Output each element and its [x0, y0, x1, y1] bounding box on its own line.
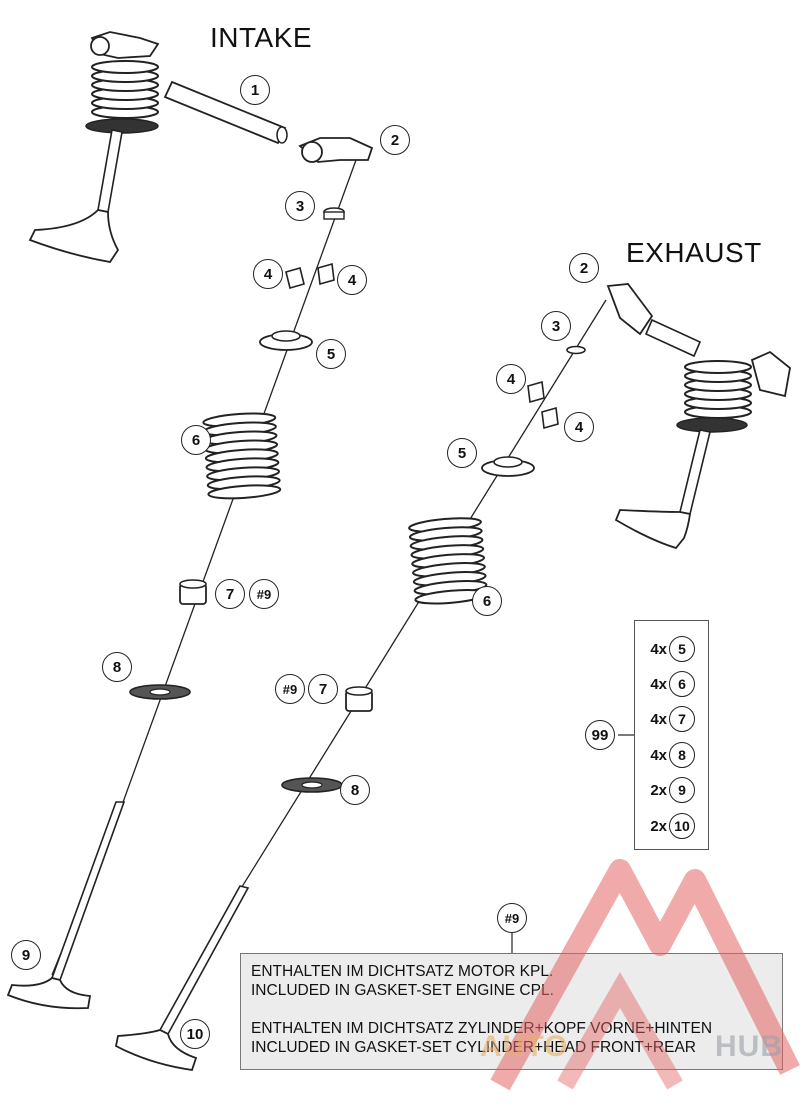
leader-lines [511, 734, 634, 953]
callout-intake-6: 6 [181, 425, 211, 455]
kit-row-qty: 4x [650, 746, 667, 764]
callout-exhaust-2: 2 [569, 253, 599, 283]
note-line-en-engine: INCLUDED IN GASKET-SET ENGINE CPL. [251, 982, 554, 999]
callout-note-ref: #9 [497, 903, 527, 933]
kit-row-part: 7 [669, 706, 695, 732]
kit-row-part: 6 [669, 671, 695, 697]
kit-row-part: 10 [669, 813, 695, 839]
kit-row-qty: 4x [650, 710, 667, 728]
kit-row: 2x 10 [641, 813, 695, 839]
kit-row-qty: 4x [650, 640, 667, 658]
callout-exhaust-3: 3 [541, 311, 571, 341]
kit-row: 4x 8 [641, 742, 695, 768]
callout-exhaust-5: 5 [447, 438, 477, 468]
callout-exhaust-4b: 4 [564, 412, 594, 442]
kit-row-qty: 2x [650, 781, 667, 799]
callout-intake-1: 1 [240, 75, 270, 105]
callout-intake-9: 9 [11, 940, 41, 970]
callout-exhaust-8: 8 [340, 775, 370, 805]
kit-row: 4x 7 [641, 706, 695, 732]
callout-intake-7: 7 [215, 579, 245, 609]
gasket-set-note: ENTHALTEN IM DICHTSATZ MOTOR KPL. INCLUD… [240, 953, 783, 1070]
note-line-en-cylinder: INCLUDED IN GASKET-SET CYLINDER+HEAD FRO… [251, 1039, 696, 1056]
callout-intake-2: 2 [380, 125, 410, 155]
exhaust-exploded-parts [114, 299, 607, 1071]
callout-kit-99: 99 [585, 720, 615, 750]
callout-intake-3: 3 [285, 191, 315, 221]
callout-intake-5: 5 [316, 339, 346, 369]
kit-contents-box: 4x 5 4x 6 4x 7 4x 8 2x 9 2x 10 [634, 620, 709, 850]
kit-row-part: 9 [669, 777, 695, 803]
callout-intake-10: 10 [180, 1019, 210, 1049]
kit-row-part: 8 [669, 742, 695, 768]
callout-intake-7-ref: #9 [249, 579, 279, 609]
exhaust-assembled-valve [606, 283, 791, 550]
callout-intake-4a: 4 [253, 259, 283, 289]
note-line-de-engine: ENTHALTEN IM DICHTSATZ MOTOR KPL. [251, 963, 554, 980]
note-spacer [251, 1000, 772, 1019]
callout-exhaust-6: 6 [472, 586, 502, 616]
note-line-de-cylinder: ENTHALTEN IM DICHTSATZ ZYLINDER+KOPF VOR… [251, 1020, 713, 1037]
kit-row-qty: 4x [650, 675, 667, 693]
callout-intake-4b: 4 [337, 265, 367, 295]
intake-assembled-valve [28, 31, 288, 263]
kit-row: 4x 6 [641, 671, 695, 697]
kit-row-part: 5 [669, 636, 695, 662]
kit-row: 2x 9 [641, 777, 695, 803]
callout-exhaust-7: 7 [308, 674, 338, 704]
kit-row-qty: 2x [650, 817, 667, 835]
exhaust-heading: EXHAUST [626, 237, 762, 268]
callout-intake-8: 8 [102, 652, 132, 682]
kit-row: 4x 5 [641, 636, 695, 662]
intake-exploded-parts [6, 137, 374, 1010]
intake-heading: INTAKE [210, 22, 313, 53]
callout-exhaust-4a: 4 [496, 364, 526, 394]
callout-exhaust-7-ref: #9 [275, 674, 305, 704]
